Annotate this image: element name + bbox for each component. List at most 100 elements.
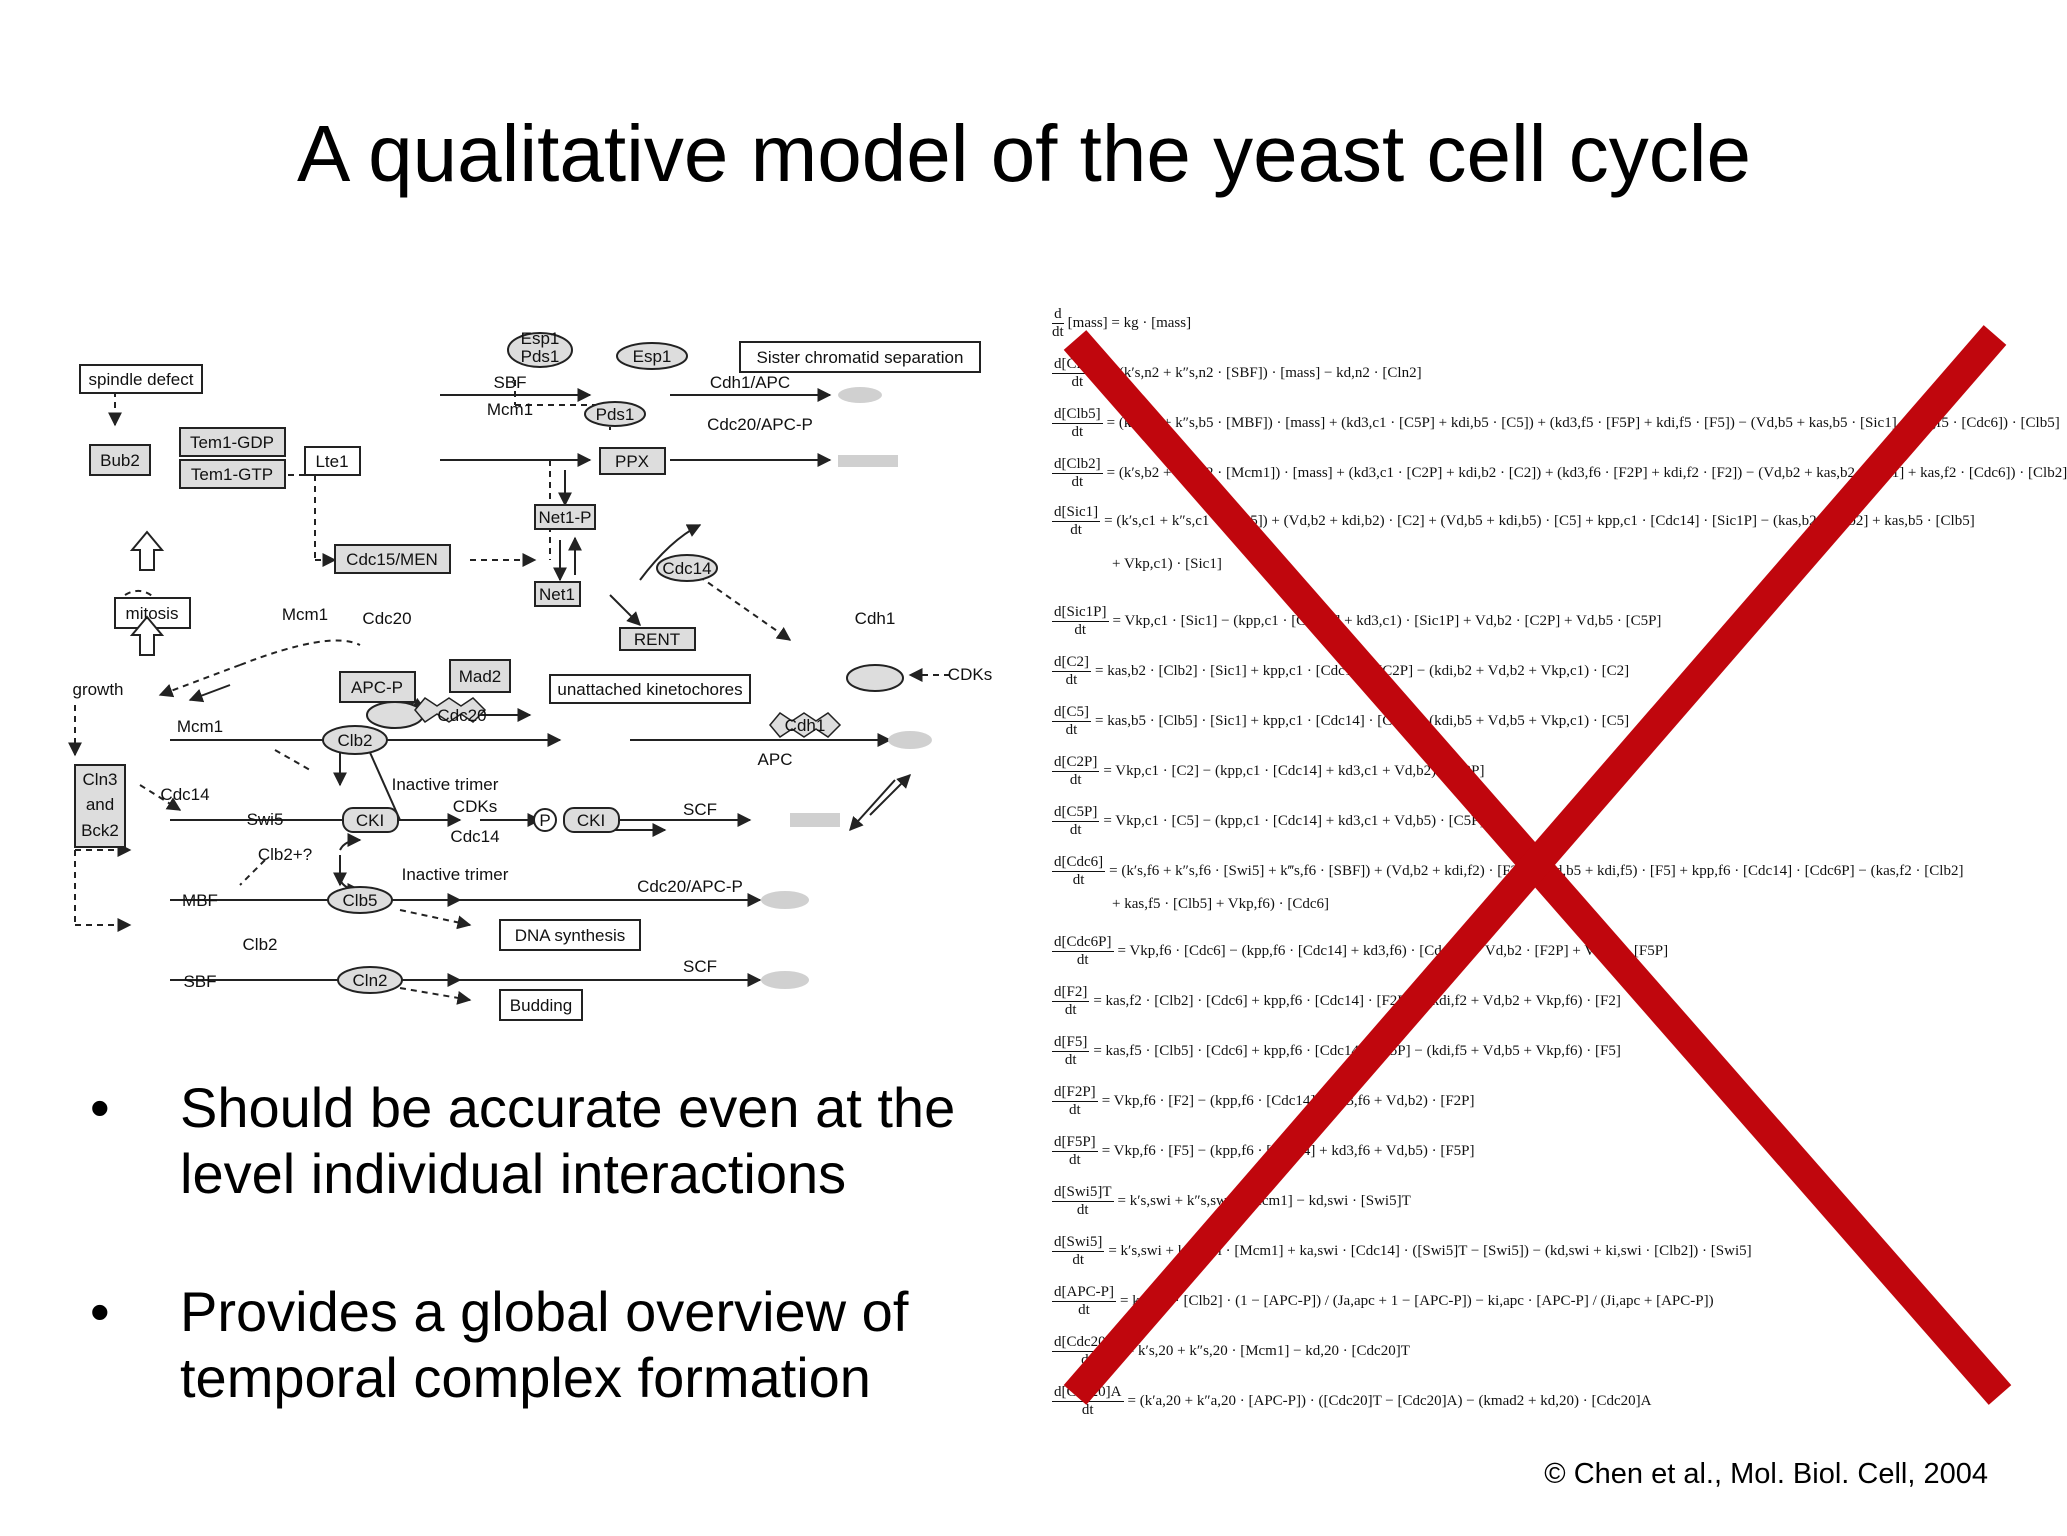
- node-net1-p: Net1-P: [539, 508, 592, 527]
- node-cdc14: Cdc14: [662, 559, 711, 578]
- node-tem1-gdp: Tem1-GDP: [190, 433, 274, 452]
- equation-denominator: dt: [1074, 622, 1087, 638]
- equation-denominator: dt: [1064, 1002, 1077, 1018]
- equation-numerator: d[C2]: [1052, 654, 1091, 672]
- equation-numerator: d[F2P]: [1052, 1084, 1098, 1102]
- label-sbf: SBF: [183, 972, 216, 991]
- equation-derivative: d[F2P]dt: [1052, 1084, 1098, 1119]
- equation-derivative: d[Cln2]dt: [1052, 356, 1103, 391]
- equation-rhs: = (k′a,20 + k″a,20 · [APC-P]) · ([Cdc20]…: [1127, 1393, 1652, 1409]
- equation-row: d[Clb5]dt = (k′s,b5 + k″s,b5 · [MBF]) · […: [1052, 406, 2060, 441]
- label-cdh1-apc-top: Cdh1/APC: [710, 373, 790, 392]
- node-bub2: Bub2: [100, 451, 140, 470]
- equation-numerator: d[Sic1P]: [1052, 604, 1109, 622]
- label-scf-2: SCF: [683, 957, 717, 976]
- equation-rhs: = k′s,20 + k″s,20 · [Mcm1] − kd,20 · [Cd…: [1125, 1343, 1410, 1359]
- node-cdh1-active: Cdh1: [785, 716, 826, 735]
- label-inactive-trimer-2: Inactive trimer: [402, 865, 509, 884]
- equation-numerator: d[Clb5]: [1052, 406, 1103, 424]
- citation: © Chen et al., Mol. Biol. Cell, 2004: [1544, 1458, 1988, 1490]
- equation-rhs: = kas,b5 · [Clb5] · [Sic1] + kpp,c1 · [C…: [1095, 713, 1630, 729]
- node-net1: Net1: [539, 585, 575, 604]
- label-swi5: Swi5: [247, 810, 284, 829]
- node-ppx: PPX: [615, 452, 649, 471]
- equation-numerator: d: [1052, 306, 1064, 324]
- equation-rhs: = (k′s,c1 + k″s,c1 · [Swi5]) + (Vd,b2 + …: [1104, 513, 1975, 529]
- equation-denominator: dt: [1076, 952, 1089, 968]
- equation-row: d[F5P]dt= Vkp,f6 · [F5] − (kpp,f6 · [Cdc…: [1052, 1134, 1475, 1169]
- equation-row: d[Sic1P]dt= Vkp,c1 · [Sic1] − (kpp,c1 · …: [1052, 604, 1661, 639]
- equation-derivative: d[Sic1P]dt: [1052, 604, 1109, 639]
- node-budding: Budding: [510, 996, 572, 1015]
- equation-row: d[APC-P]dt= ka,apc · [Clb2] · (1 − [APC-…: [1052, 1284, 1714, 1319]
- equation-rhs: = (k′s,b2 + k″s,b2 · [Mcm1]) · [mass] + …: [1106, 465, 2067, 481]
- node-apc-p: APC-P: [351, 678, 403, 697]
- cell-cycle-network-diagram: spindle defect Bub2 Tem1-GDP Tem1-GTP Lt…: [68, 329, 992, 1021]
- node-cdc15-men: Cdc15/MEN: [346, 550, 438, 569]
- equation-row: d[Cdc6P]dt= Vkp,f6 · [Cdc6] − (kpp,f6 · …: [1052, 934, 1668, 969]
- equation-rhs: = kas,f2 · [Clb2] · [Cdc6] + kpp,f6 · [C…: [1093, 993, 1621, 1009]
- node-dna-synthesis: DNA synthesis: [515, 926, 626, 945]
- equation-denominator: dt: [1069, 1102, 1081, 1118]
- equation-row: d[C2]dt= kas,b2 · [Clb2] · [Sic1] + kpp,…: [1052, 654, 1629, 689]
- node-cki-p: CKI: [577, 811, 605, 830]
- equation-denominator: dt: [1076, 1202, 1089, 1218]
- equation-derivative: d[Swi5]dt: [1052, 1234, 1105, 1269]
- equation-denominator: dt: [1081, 1352, 1093, 1368]
- equation-derivative: d[C5]dt: [1052, 704, 1091, 739]
- equation-denominator: dt: [1072, 872, 1085, 888]
- equation-numerator: d[APC-P]: [1052, 1284, 1117, 1302]
- equation-rhs: = (k′s,f6 + k″s,f6 · [Swi5] + k‴s,f6 · […: [1109, 863, 1964, 879]
- label-scf-1: SCF: [683, 800, 717, 819]
- equation-derivative: d[Sic1]dt: [1052, 504, 1101, 539]
- equation-numerator: d[Swi5]: [1052, 1234, 1105, 1252]
- equation-denominator: dt: [1072, 1252, 1084, 1268]
- node-unattached-kinetochores: unattached kinetochores: [557, 680, 742, 699]
- equation-rhs: = Vkp,f6 · [F2] − (kpp,f6 · [Cdc14] + kd…: [1101, 1093, 1475, 1109]
- bullet-list: • Should be accurate even at the level i…: [80, 1075, 1000, 1483]
- label-clb2-b: Clb2: [243, 935, 278, 954]
- equation-derivative: d[Cdc6]dt: [1052, 854, 1106, 889]
- label-cdc14-b: Cdc14: [160, 785, 209, 804]
- equation-numerator: d[C2P]: [1052, 754, 1100, 772]
- label-and: and: [86, 795, 114, 814]
- equation-row: d[Cln2]dt= (k′s,n2 + k″s,n2 · [SBF]) · […: [1052, 356, 1422, 391]
- label-cdks-mid: CDKs: [453, 797, 497, 816]
- node-cln3: Cln3: [83, 770, 118, 789]
- equation-derivative: d[C2]dt: [1052, 654, 1091, 689]
- equation-rhs: = Vkp,f6 · [Cdc6] − (kpp,f6 · [Cdc14] + …: [1117, 943, 1669, 959]
- equation-denominator: dt: [1069, 822, 1082, 838]
- equation-numerator: d[Cln2]: [1052, 356, 1103, 374]
- node-cln2: Cln2: [353, 971, 388, 990]
- equation-numerator: d[Cdc20]T: [1052, 1334, 1122, 1352]
- label-growth: growth: [72, 680, 123, 699]
- equation-derivative: d[Clb2]dt: [1052, 456, 1103, 491]
- equation-denominator: dt: [1071, 424, 1084, 440]
- equation-row: d[F2]dt= kas,f2 · [Clb2] · [Cdc6] + kpp,…: [1052, 984, 1621, 1019]
- equation-row: d[Sic1]dt= (k′s,c1 + k″s,c1 · [Swi5]) + …: [1052, 504, 1975, 539]
- label-cdc14-mid: Cdc14: [450, 827, 499, 846]
- bullet-marker: •: [90, 1280, 110, 1343]
- equation-row: d[Clb2]dt= (k′s,b2 + k″s,b2 · [Mcm1]) · …: [1052, 456, 2067, 491]
- node-cdh1: Cdh1: [855, 609, 896, 628]
- equation-continuation: + Vkp,c1) · [Sic1]: [1112, 556, 1222, 572]
- equation-derivative: d[F2]dt: [1052, 984, 1090, 1019]
- equation-numerator: d[Cdc20]A: [1052, 1384, 1124, 1402]
- equation-row: d[F2P]dt= Vkp,f6 · [F2] − (kpp,f6 · [Cdc…: [1052, 1084, 1475, 1119]
- node-cdc20-active: Cdc20: [437, 706, 486, 725]
- equation-denominator: dt: [1069, 772, 1082, 788]
- equation-numerator: d[F5P]: [1052, 1134, 1098, 1152]
- equation-numerator: d[C5P]: [1052, 804, 1100, 822]
- equation-rhs: = Vkp,f6 · [F5] − (kpp,f6 · [Cdc14] + kd…: [1101, 1143, 1475, 1159]
- equation-rhs: = Vkp,c1 · [C5] − (kpp,c1 · [Cdc14] + kd…: [1103, 813, 1485, 829]
- node-esp1-complex: Esp1: [521, 329, 560, 348]
- equation-rhs: [mass] = kg · [mass]: [1067, 315, 1192, 331]
- equation-rhs: = (k′s,b5 + k″s,b5 · [MBF]) · [mass] + (…: [1106, 415, 2060, 431]
- node-phospho-p: P: [539, 811, 550, 830]
- node-rent: RENT: [634, 630, 680, 649]
